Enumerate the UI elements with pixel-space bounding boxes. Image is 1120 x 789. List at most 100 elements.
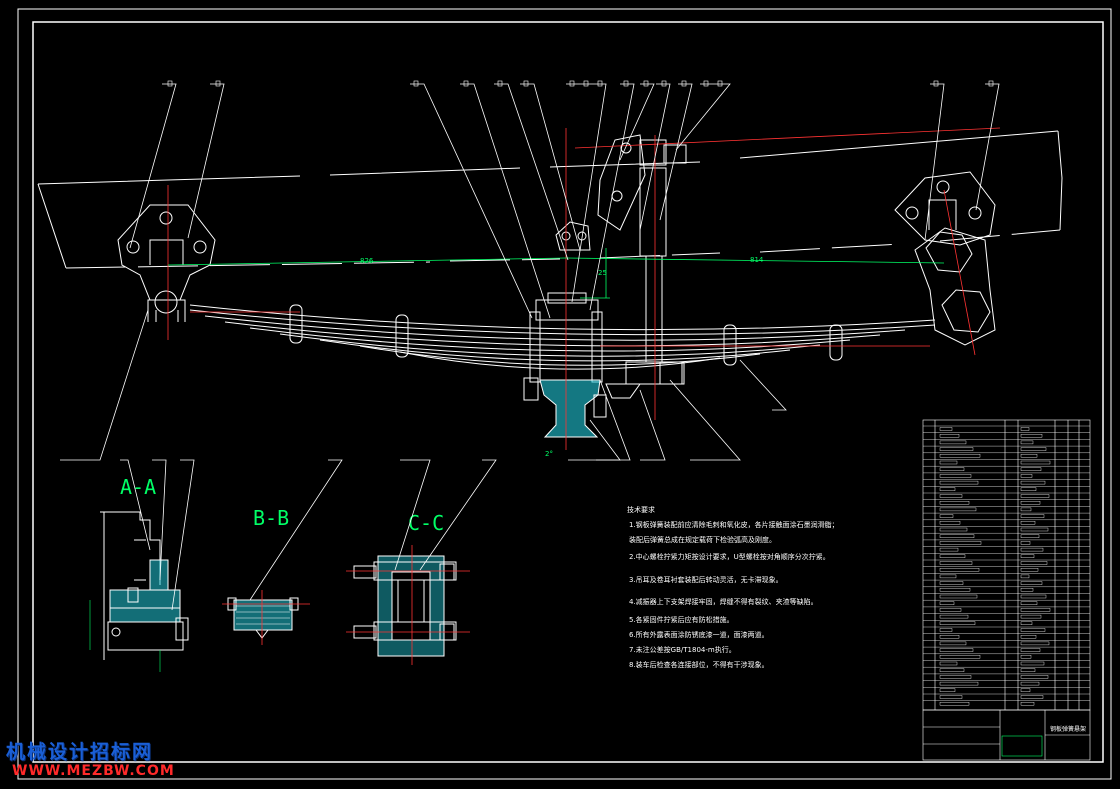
parts-list-cell-text bbox=[1020, 434, 1043, 438]
notes-line-6: 5.各紧固件拧紧后应有防松措施。 bbox=[629, 615, 734, 624]
parts-list-cell-text bbox=[1020, 628, 1046, 632]
parts-list-cell-text bbox=[939, 480, 979, 485]
parts-list-cell-text bbox=[939, 661, 958, 666]
parts-list-cell-text bbox=[939, 601, 955, 605]
parts-list-cell-text bbox=[1020, 608, 1051, 612]
notes-line-8: 7.未注公差按GB/T1804-m执行。 bbox=[629, 645, 736, 654]
parts-list-cell-text bbox=[939, 675, 972, 679]
parts-list-cell-text bbox=[939, 561, 973, 565]
parts-list-cell-text bbox=[1020, 655, 1032, 659]
parts-list-cell-text bbox=[1020, 427, 1030, 431]
parts-list-cell-text bbox=[939, 507, 977, 512]
parts-list-cell-text bbox=[1020, 668, 1036, 672]
parts-list-cell-text bbox=[939, 467, 965, 471]
parts-list-cell-text bbox=[939, 440, 967, 445]
parts-list-cell-text bbox=[1020, 480, 1046, 485]
notes-line-2: 装配后弹簧总成在规定载荷下检验弧高及刚度。 bbox=[629, 535, 776, 544]
parts-list-cell-text bbox=[1020, 641, 1050, 646]
parts-list-cell-text bbox=[939, 681, 979, 686]
section-aa-view bbox=[100, 511, 189, 660]
parts-list-cell-text bbox=[1020, 460, 1051, 465]
section-bb-title: B-B bbox=[253, 506, 289, 530]
parts-list-cell-text bbox=[939, 427, 953, 431]
parts-list-cell-text bbox=[1020, 521, 1036, 525]
notes-line-4: 3.吊耳及卷耳衬套装配后转动灵活，无卡滞现象。 bbox=[629, 575, 783, 584]
parts-list-cell-text bbox=[1020, 574, 1030, 579]
parts-list-cell-text bbox=[939, 635, 960, 639]
technical-notes: 技术要求 1.钢板弹簧装配前应清除毛刺和氧化皮，各片接触面涂石墨润滑脂； 装配后… bbox=[627, 505, 839, 669]
parts-list-cell-text bbox=[1020, 614, 1042, 619]
dim-angle: 2° bbox=[545, 450, 553, 458]
parts-list-cell-text bbox=[939, 608, 962, 612]
parts-list-cell-text bbox=[1020, 594, 1047, 599]
parts-list-cell-text bbox=[939, 527, 968, 532]
title-block bbox=[922, 709, 1091, 761]
section-aa-dims bbox=[89, 600, 161, 672]
parts-list-cell-text bbox=[1020, 702, 1035, 706]
section-cc-center bbox=[346, 545, 470, 665]
section-cc-title: C-C bbox=[408, 511, 444, 535]
section-bb-leader bbox=[249, 459, 343, 601]
parts-list-cell-text bbox=[939, 494, 963, 498]
parts-list-cell-text bbox=[1020, 681, 1040, 686]
parts-list-cell-text bbox=[939, 655, 981, 659]
parts-list-cell-text bbox=[939, 501, 970, 505]
notes-line-5: 4.减振器上下支架焊接牢固，焊缝不得有裂纹、夹渣等缺陷。 bbox=[629, 597, 818, 606]
parts-list-cell-text bbox=[1020, 581, 1043, 585]
parts-list-cell-text bbox=[1020, 688, 1031, 692]
parts-list-cell-text bbox=[939, 695, 963, 699]
section-aa-title: A-A bbox=[120, 475, 156, 499]
parts-list-cell-text bbox=[1020, 661, 1045, 666]
parts-list-cell-text bbox=[1020, 507, 1032, 512]
dim-main-left: 826 bbox=[360, 257, 374, 265]
parts-list-cell-text bbox=[939, 547, 959, 552]
parts-list-cell-text bbox=[939, 521, 961, 525]
center-lines bbox=[167, 127, 1001, 450]
section-bb-view bbox=[227, 597, 299, 639]
parts-list-cell-text bbox=[1020, 675, 1049, 679]
parts-list-cell-text bbox=[1020, 601, 1038, 605]
parts-list-table bbox=[922, 419, 1091, 711]
parts-list-cell-text bbox=[939, 474, 972, 478]
watermark-line-2: WWW.MEZBW.COM bbox=[12, 763, 175, 779]
parts-list-cell-text bbox=[939, 541, 982, 545]
parts-list-cell-text bbox=[1020, 487, 1037, 491]
parts-list-cell-text bbox=[1020, 501, 1041, 505]
parts-list-cell-text bbox=[939, 534, 975, 538]
parts-list-cell-text bbox=[1020, 454, 1038, 458]
dimension-lines bbox=[167, 248, 945, 299]
parts-list-cell-text bbox=[939, 581, 964, 585]
notes-line-3: 2.中心螺栓拧紧力矩按设计要求，U型螺栓按对角顺序分次拧紧。 bbox=[629, 552, 830, 561]
leader-end-marks bbox=[167, 80, 994, 87]
parts-list-cell-text bbox=[1020, 474, 1033, 478]
parts-list-cell-text bbox=[1020, 440, 1034, 445]
dim-main-right: 814 bbox=[750, 256, 764, 264]
parts-list-cell-text bbox=[1020, 621, 1033, 625]
parts-list-cell-text bbox=[939, 648, 974, 652]
parts-list-cell-text bbox=[939, 621, 976, 625]
drawing-title: 钢板弹簧悬架 bbox=[1050, 725, 1086, 733]
parts-list-cell-text bbox=[1020, 561, 1048, 565]
notes-line-9: 8.装车后检查各连接部位，不得有干涉现象。 bbox=[629, 660, 769, 669]
parts-list-cell-text bbox=[939, 641, 967, 646]
parts-list-cell-text bbox=[1020, 467, 1042, 471]
parts-list-cell-text bbox=[939, 487, 956, 491]
inner-frame bbox=[32, 21, 1104, 763]
parts-list-cell-text bbox=[939, 588, 971, 592]
parts-list-cell-text bbox=[939, 454, 981, 458]
section-aa-leaders bbox=[120, 459, 195, 611]
parts-list-cell-text bbox=[1020, 588, 1034, 592]
parts-list-cell-text bbox=[1020, 527, 1049, 532]
parts-list-cell-text bbox=[1020, 547, 1044, 552]
leader-lines bbox=[60, 83, 1000, 461]
parts-list-cell-text bbox=[939, 447, 974, 451]
parts-list-cell-text bbox=[1020, 568, 1039, 572]
dim-vertical: 25 bbox=[598, 269, 607, 277]
parts-list-rows bbox=[923, 425, 1090, 706]
notes-title: 技术要求 bbox=[627, 505, 655, 514]
parts-list-cell-text bbox=[939, 568, 980, 572]
parts-list-cell-text bbox=[939, 614, 969, 619]
parts-list-cell-text bbox=[1020, 695, 1044, 699]
parts-list-cell-text bbox=[939, 688, 956, 692]
